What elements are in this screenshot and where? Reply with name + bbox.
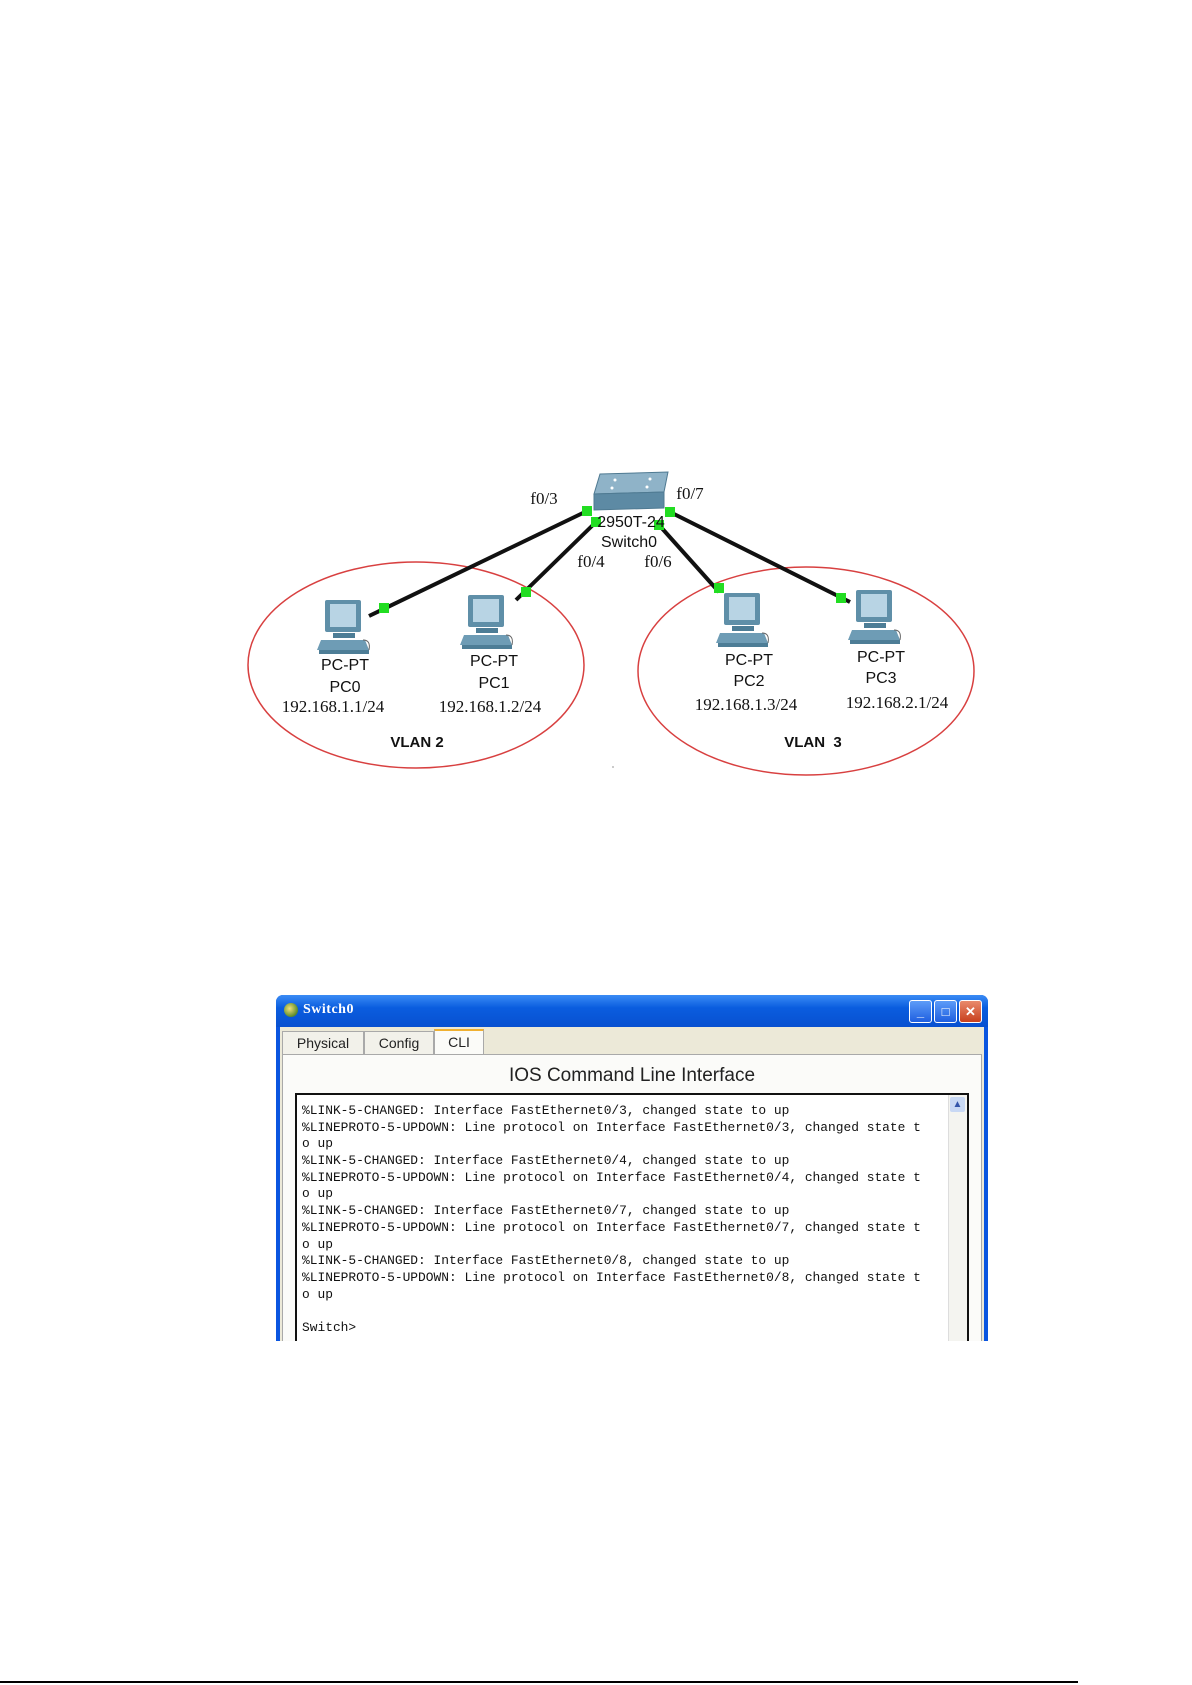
pc0-ip: 192.168.1.1/24 [282, 697, 385, 716]
link-dot [654, 520, 664, 530]
link-dot [521, 587, 531, 597]
link-dot [665, 507, 675, 517]
link-pc2 [657, 523, 721, 594]
minimize-button[interactable]: _ [909, 1000, 932, 1023]
pc1-ip: 192.168.1.2/24 [439, 697, 542, 716]
port-label-f0-4: f0/4 [577, 552, 605, 571]
link-pc0 [368, 509, 588, 618]
cli-line: %LINK-5-CHANGED: Interface FastEthernet0… [302, 1203, 790, 1219]
cli-line: %LINEPROTO-5-UPDOWN: Line protocol on In… [302, 1269, 921, 1285]
tab-cli[interactable]: CLI [434, 1029, 484, 1057]
switch-model-label: 2950T-24 [597, 514, 665, 531]
pc3-icon[interactable] [847, 589, 901, 645]
vlan3-label: VLAN 3 [784, 734, 842, 751]
cli-line: o up [302, 1286, 333, 1302]
maximize-button[interactable]: □ [934, 1000, 957, 1023]
cli-line: %LINK-5-CHANGED: Interface FastEthernet0… [302, 1103, 790, 1118]
cli-line: %LINK-5-CHANGED: Interface FastEthernet0… [302, 1253, 790, 1269]
scroll-up-arrow-icon[interactable]: ▲ [950, 1097, 965, 1112]
cli-terminal[interactable]: %LINK-5-CHANGED: Interface FastEthernet0… [295, 1093, 969, 1341]
switch-name-label: Switch0 [601, 534, 657, 551]
page-footer-rule [0, 1681, 1078, 1683]
port-label-f0-3: f0/3 [530, 489, 557, 508]
app-icon [284, 1003, 298, 1017]
pc0-type: PC-PT [321, 657, 369, 674]
cli-line: o up [302, 1186, 333, 1202]
cli-line: %LINEPROTO-5-UPDOWN: Line protocol on In… [302, 1119, 921, 1135]
pc0-name: PC0 [329, 679, 360, 696]
cli-output: %LINK-5-CHANGED: Interface FastEthernet0… [302, 1103, 921, 1337]
cli-line: %LINEPROTO-5-UPDOWN: Line protocol on In… [302, 1169, 921, 1185]
link-dot [836, 593, 846, 603]
link-dot [714, 583, 724, 593]
link-pc3 [669, 510, 851, 604]
scrollbar[interactable]: ▲ [948, 1095, 967, 1341]
switch-icon[interactable] [593, 471, 669, 511]
cli-line: Switch> [302, 1319, 357, 1335]
window-title: Switch0 [303, 1002, 354, 1017]
pc3-type: PC-PT [857, 649, 905, 666]
link-dot [582, 506, 592, 516]
link-dot [379, 603, 389, 613]
tab-physical[interactable]: Physical [282, 1031, 364, 1055]
link-dot [591, 517, 601, 527]
cli-line: %LINK-5-CHANGED: Interface FastEthernet0… [302, 1153, 790, 1169]
port-label-f0-7: f0/7 [676, 484, 704, 503]
cli-line: o up [302, 1236, 333, 1252]
switch0-window: Switch0 _ □ ✕ Physical Config CLI IOS Co… [276, 995, 988, 1341]
cli-line: o up [302, 1136, 333, 1152]
pc2-ip: 192.168.1.3/24 [695, 695, 798, 714]
link-dots [379, 506, 846, 613]
cli-line [302, 1303, 921, 1320]
network-topology-diagram: f0/3 f0/7 2950T-24 Switch0 f0/4 f0/6 PC-… [247, 471, 975, 776]
pc2-name: PC2 [733, 673, 764, 690]
window-titlebar[interactable]: Switch0 _ □ ✕ [276, 995, 988, 1027]
vlan2-ellipse [247, 561, 585, 769]
pc2-icon[interactable] [715, 592, 769, 648]
pc3-name: PC3 [865, 670, 896, 687]
pc1-icon[interactable] [459, 594, 513, 650]
pc1-name: PC1 [478, 675, 509, 692]
pc3-ip: 192.168.2.1/24 [846, 693, 949, 712]
pc0-icon[interactable] [316, 599, 370, 655]
pc1-type: PC-PT [470, 653, 518, 670]
cli-line: %LINEPROTO-5-UPDOWN: Line protocol on In… [302, 1219, 921, 1235]
close-button[interactable]: ✕ [959, 1000, 982, 1023]
pc2-type: PC-PT [725, 652, 773, 669]
cli-heading: IOS Command Line Interface [508, 1065, 756, 1086]
vlan3-ellipse [637, 566, 975, 776]
vlan2-label: VLAN 2 [390, 734, 443, 751]
port-label-f0-6: f0/6 [644, 552, 671, 571]
tab-config[interactable]: Config [364, 1031, 434, 1055]
